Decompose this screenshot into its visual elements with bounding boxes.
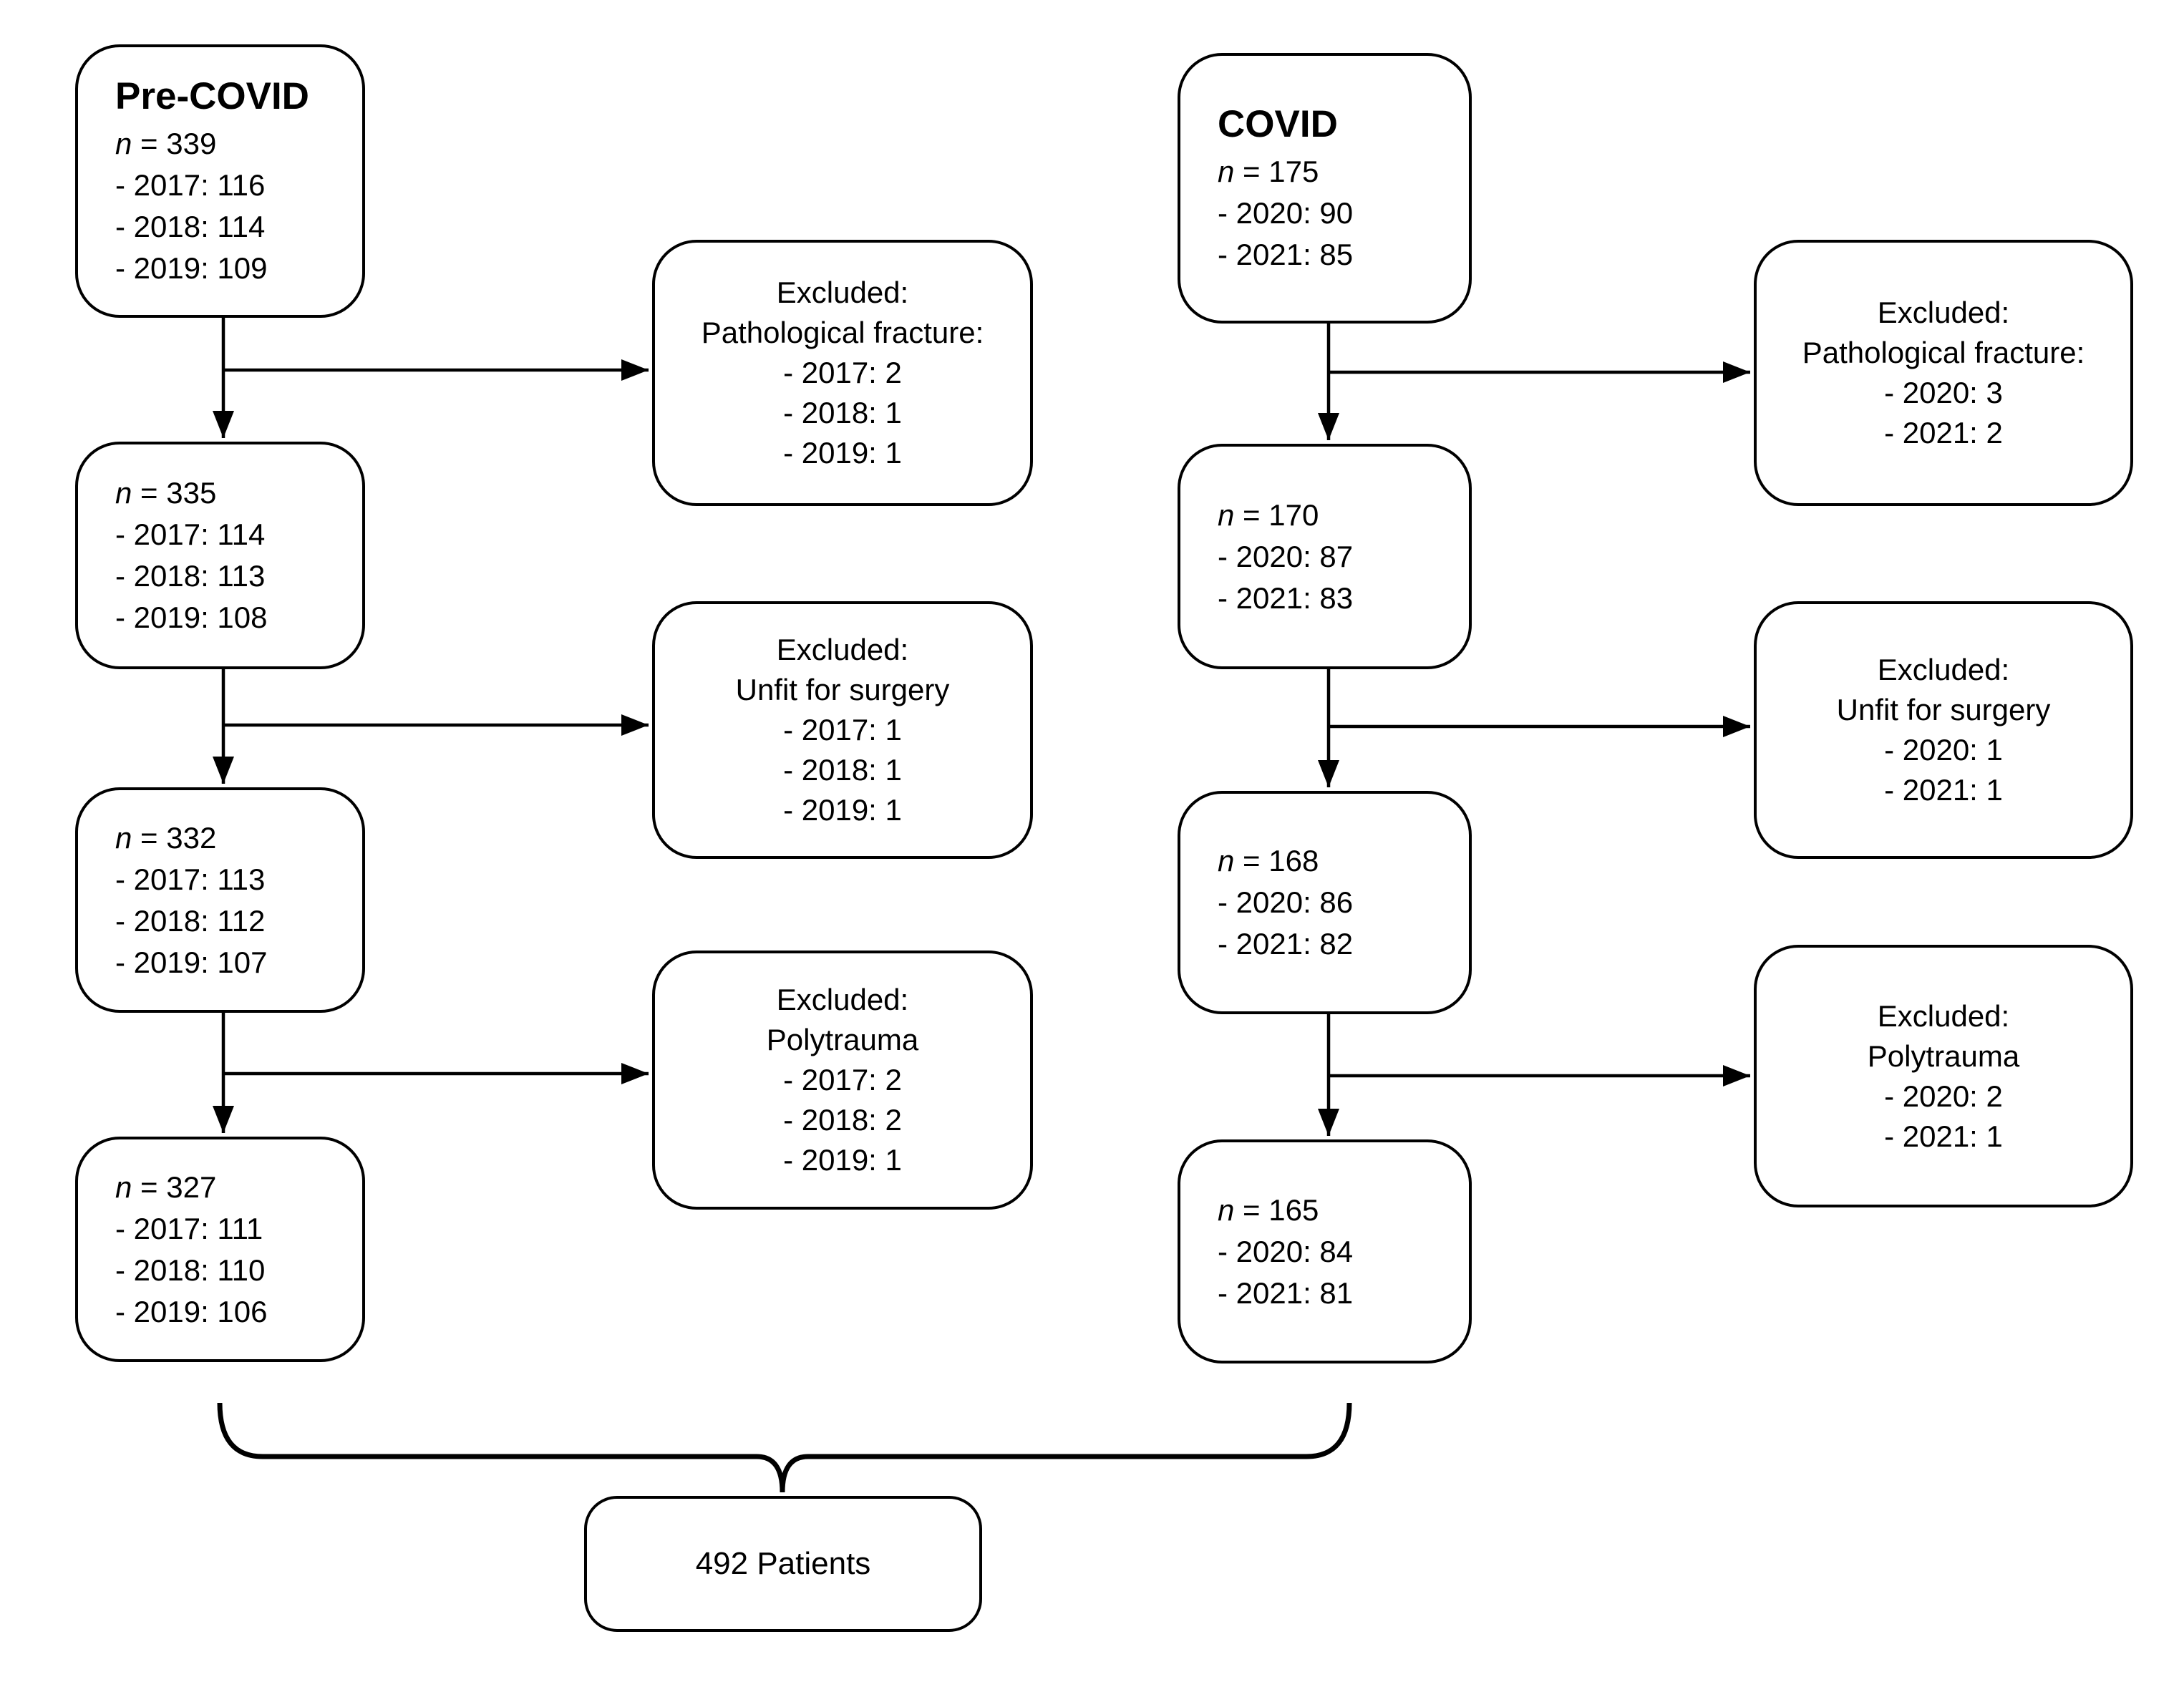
stage-year-line: - 2018: 112 xyxy=(115,903,266,938)
exclusion-header: Excluded: xyxy=(1877,998,2010,1033)
pre-covid-arm-title: Pre-COVID xyxy=(115,75,309,117)
exclusion-reason: Polytrauma xyxy=(766,1023,919,1056)
stage-year-line: - 2020: 87 xyxy=(1218,539,1354,573)
exclusion-year-line: - 2017: 1 xyxy=(783,713,902,747)
exclusion-reason: Pathological fracture: xyxy=(1802,336,2085,369)
stage-year-line: - 2021: 82 xyxy=(1218,927,1354,961)
exclusion-header: Excluded: xyxy=(776,276,909,309)
exclusion-year-line: - 2021: 1 xyxy=(1884,1119,2003,1153)
pre-covid-exclusion-polytrauma-box: Excluded: Polytrauma - 2017: 2 - 2018: 2… xyxy=(652,951,1033,1210)
pre-covid-stage-3-box: n = 332 - 2017: 113 - 2018: 112 - 2019: … xyxy=(75,787,365,1013)
covid-exclusion-pathological-fracture-box: Excluded: Pathological fracture: - 2020:… xyxy=(1754,240,2133,506)
stage-year-line: - 2017: 114 xyxy=(115,517,266,551)
covid-stage-4-box: n = 165 - 2020: 84 - 2021: 81 xyxy=(1178,1139,1472,1363)
stage-year-line: - 2019: 109 xyxy=(115,251,268,285)
exclusion-reason: Unfit for surgery xyxy=(1836,693,2051,726)
total-patients-box: 492 Patients xyxy=(584,1496,982,1632)
exclusion-year-line: - 2019: 1 xyxy=(783,1143,902,1177)
exclusion-year-line: - 2019: 1 xyxy=(783,436,902,470)
exclusion-year-line: - 2018: 2 xyxy=(783,1103,902,1137)
pre-covid-exclusion-pathological-fracture-box: Excluded: Pathological fracture: - 2017:… xyxy=(652,240,1033,506)
exclusion-year-line: - 2017: 2 xyxy=(783,356,902,389)
stage-n-label: n = 335 xyxy=(115,476,217,510)
stage-n-label: n = 332 xyxy=(115,820,217,855)
covid-exclusion-unfit-for-surgery-box: Excluded: Unfit for surgery - 2020: 1 - … xyxy=(1754,601,2133,859)
stage-year-line: - 2017: 111 xyxy=(115,1211,263,1245)
pre-covid-exclusion-unfit-for-surgery-box: Excluded: Unfit for surgery - 2017: 1 - … xyxy=(652,601,1033,859)
stage-n-label: n = 165 xyxy=(1218,1192,1319,1227)
covid-stage-2-box: n = 170 - 2020: 87 - 2021: 83 xyxy=(1178,444,1472,669)
total-patients-label: 492 Patients xyxy=(695,1546,871,1581)
covid-stage-3-box: n = 168 - 2020: 86 - 2021: 82 xyxy=(1178,791,1472,1014)
combining-brace xyxy=(217,1402,1352,1493)
exclusion-header: Excluded: xyxy=(776,633,909,666)
stage-year-line: - 2019: 108 xyxy=(115,601,268,634)
stage-n-label: n = 327 xyxy=(115,1170,217,1204)
exclusion-reason: Polytrauma xyxy=(1867,1039,2020,1073)
covid-exclusion-polytrauma-box: Excluded: Polytrauma - 2020: 2 - 2021: 1 xyxy=(1754,945,2133,1207)
covid-stage-1-box: COVID n = 175 - 2020: 90 - 2021: 85 xyxy=(1178,53,1472,324)
stage-n-label: n = 168 xyxy=(1218,844,1319,878)
exclusion-year-line: - 2020: 1 xyxy=(1884,733,2003,767)
stage-year-line: - 2020: 90 xyxy=(1218,196,1354,230)
stage-year-line: - 2019: 107 xyxy=(115,945,268,979)
exclusion-year-line: - 2020: 3 xyxy=(1884,376,2003,409)
stage-year-line: - 2021: 85 xyxy=(1218,238,1354,271)
stage-n-label: n = 339 xyxy=(115,127,217,160)
stage-year-line: - 2018: 113 xyxy=(115,559,266,593)
exclusion-header: Excluded: xyxy=(1877,653,2010,686)
exclusion-year-line: - 2018: 1 xyxy=(783,396,902,429)
pre-covid-stage-4-box: n = 327 - 2017: 111 - 2018: 110 - 2019: … xyxy=(75,1137,365,1362)
pre-covid-stage-1-box: Pre-COVID n = 339 - 2017: 116 - 2018: 11… xyxy=(75,44,365,318)
stage-n-label: n = 170 xyxy=(1218,497,1319,532)
pre-covid-stage-2-box: n = 335 - 2017: 114 - 2018: 113 - 2019: … xyxy=(75,442,365,669)
exclusion-header: Excluded: xyxy=(1877,296,2010,329)
stage-year-line: - 2021: 83 xyxy=(1218,580,1354,615)
exclusion-reason: Unfit for surgery xyxy=(735,673,950,706)
exclusion-year-line: - 2021: 1 xyxy=(1884,773,2003,807)
exclusion-reason: Pathological fracture: xyxy=(701,316,984,349)
stage-year-line: - 2019: 106 xyxy=(115,1294,268,1328)
stage-year-line: - 2017: 116 xyxy=(115,168,266,202)
exclusion-year-line: - 2021: 2 xyxy=(1884,416,2003,449)
exclusion-year-line: - 2020: 2 xyxy=(1884,1079,2003,1113)
exclusion-year-line: - 2019: 1 xyxy=(783,793,902,827)
exclusion-header: Excluded: xyxy=(776,983,909,1016)
covid-arm-title: COVID xyxy=(1218,103,1338,145)
stage-year-line: - 2020: 84 xyxy=(1218,1234,1354,1268)
stage-year-line: - 2021: 81 xyxy=(1218,1275,1354,1310)
stage-year-line: - 2020: 86 xyxy=(1218,885,1354,919)
stage-year-line: - 2018: 110 xyxy=(115,1253,266,1287)
stage-year-line: - 2018: 114 xyxy=(115,210,266,243)
exclusion-year-line: - 2017: 2 xyxy=(783,1063,902,1097)
exclusion-year-line: - 2018: 1 xyxy=(783,753,902,787)
stage-year-line: - 2017: 113 xyxy=(115,862,266,896)
stage-n-label: n = 175 xyxy=(1218,155,1319,188)
